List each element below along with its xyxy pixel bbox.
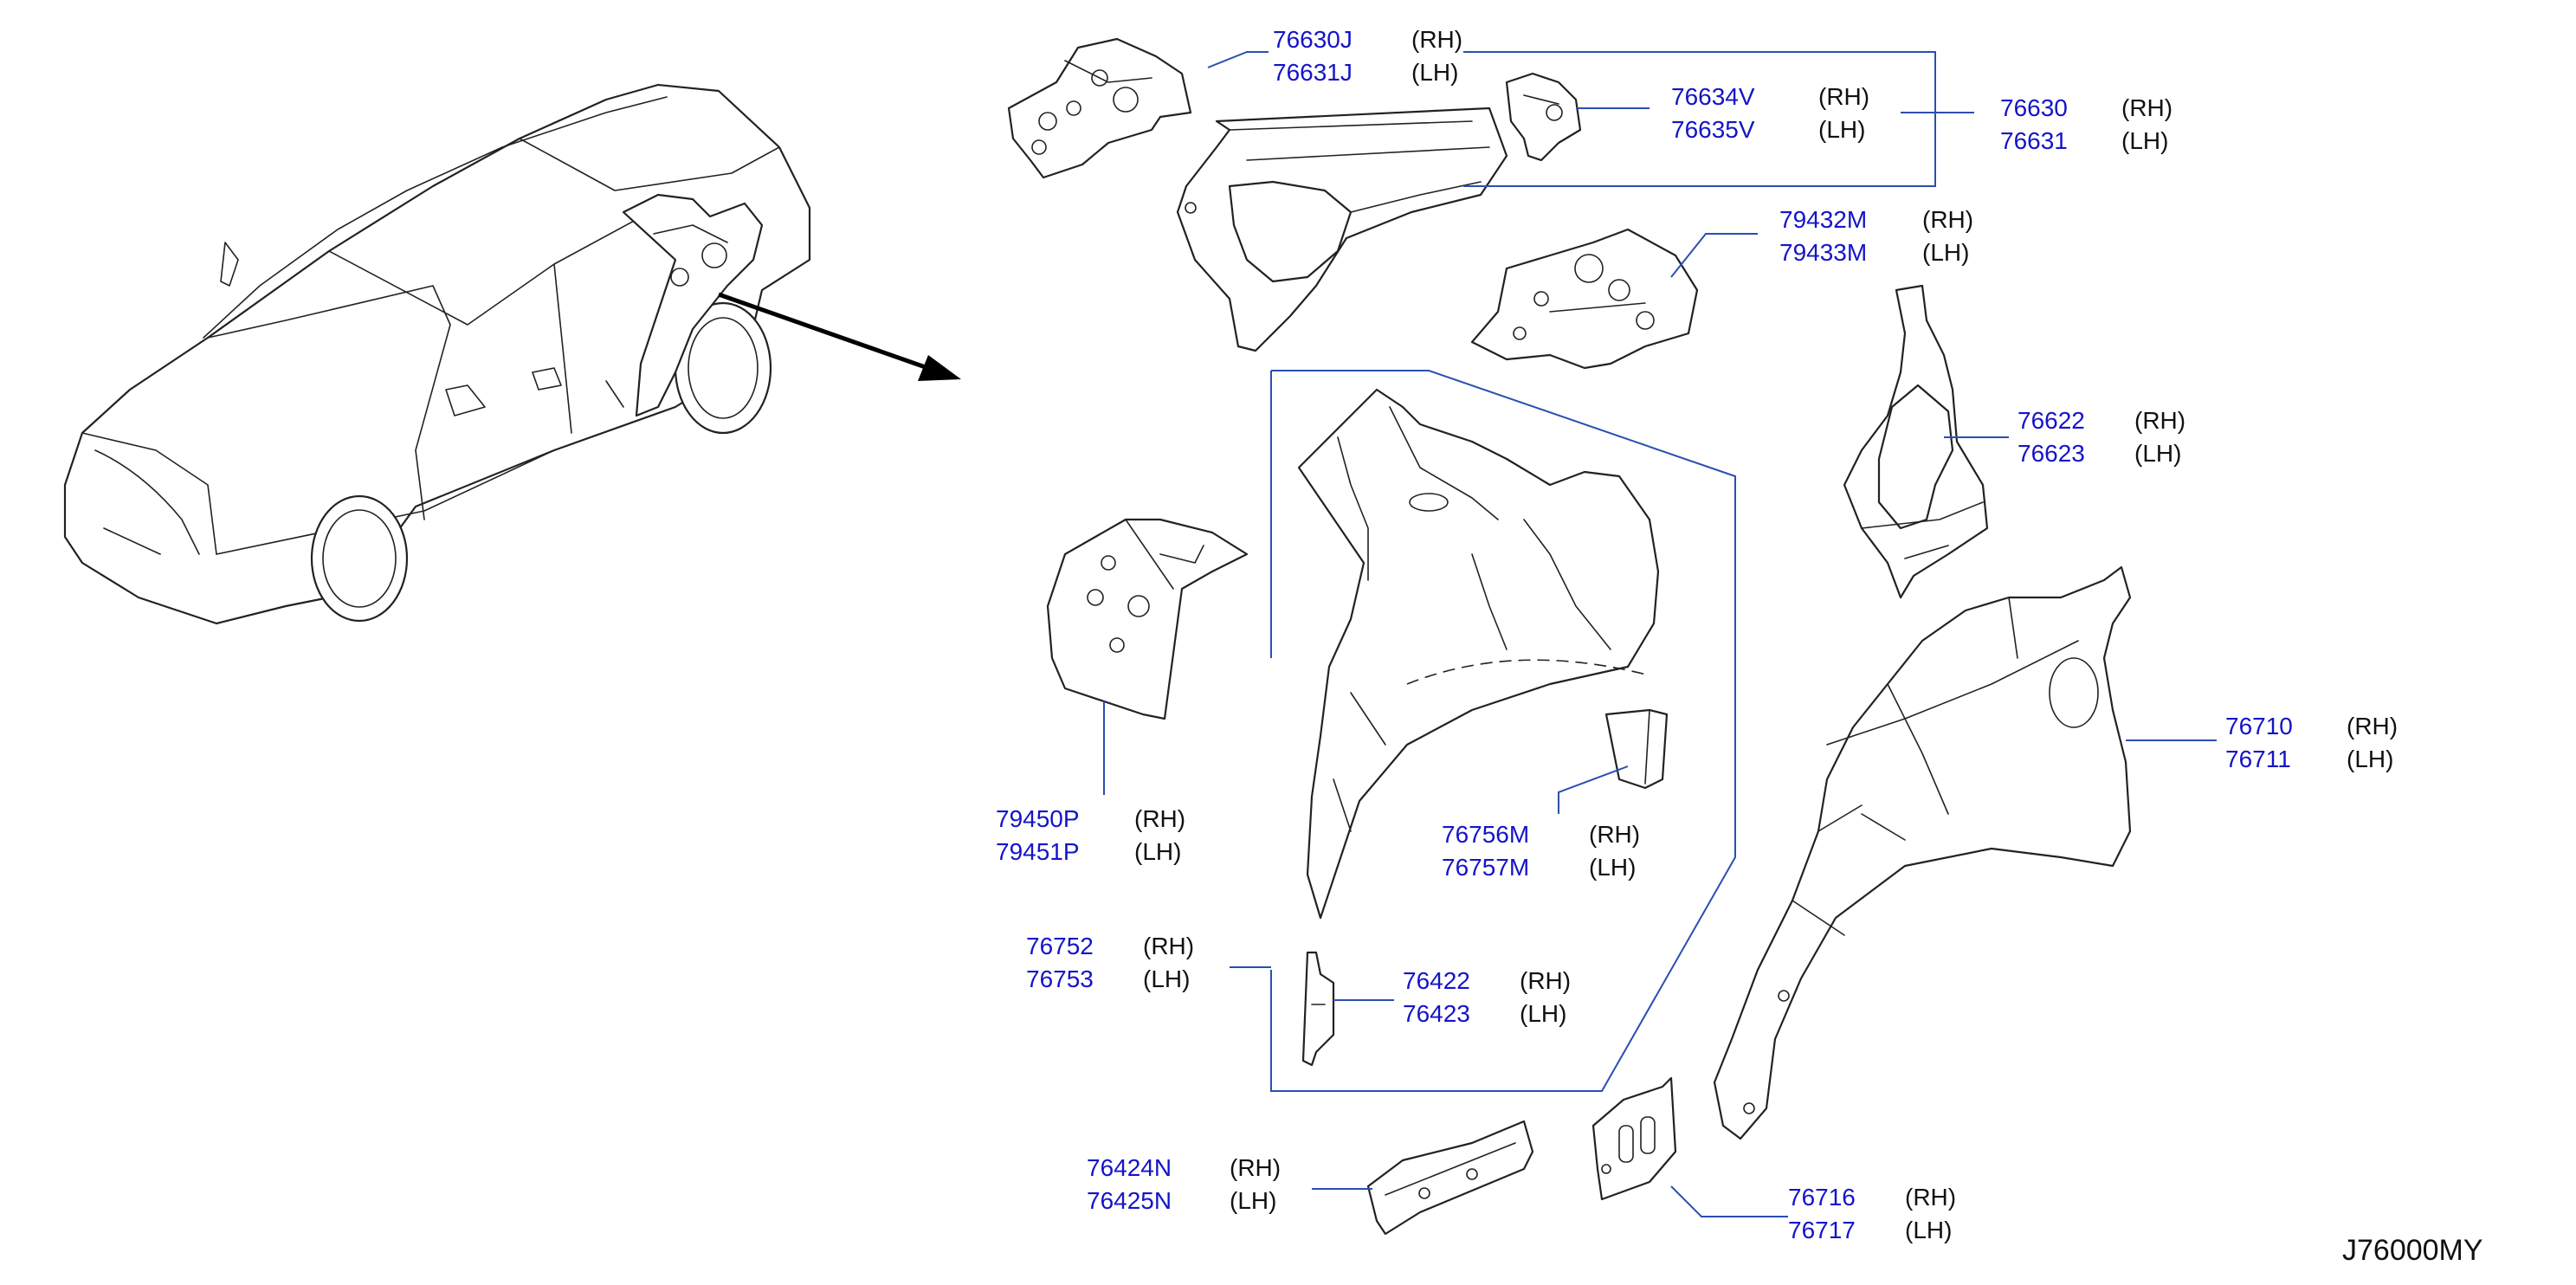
part-number: 76757M: [1442, 854, 1529, 881]
part-76710-artwork: [1713, 565, 2132, 1140]
side-label: (LH): [1818, 116, 1865, 143]
side-label: (RH): [1818, 83, 1869, 110]
part-number: 76423: [1403, 1000, 1470, 1027]
part-number: 79433M: [1779, 239, 1867, 266]
callout-76630j: 76630J (RH) 76631J (LH): [1273, 26, 1462, 86]
side-label: (RH): [1520, 967, 1571, 994]
side-label: (LH): [1922, 239, 1969, 266]
part-number: 76756M: [1442, 821, 1529, 848]
part-number: 76635V: [1671, 116, 1755, 143]
part-76716-artwork: [1591, 1076, 1677, 1201]
callout-76716: 76716 (RH) 76717 (LH): [1788, 1184, 1956, 1243]
side-label: (LH): [1411, 59, 1458, 86]
part-76424n-artwork: [1366, 1120, 1534, 1236]
side-label: (LH): [1230, 1187, 1276, 1214]
callout-76752: 76752 (RH) 76753 (LH): [1026, 933, 1194, 992]
part-number: 76634V: [1671, 83, 1755, 110]
part-number: 76425N: [1087, 1187, 1172, 1214]
part-number: 76710: [2225, 713, 2293, 739]
side-label: (RH): [1143, 933, 1194, 959]
side-label: (LH): [1520, 1000, 1566, 1027]
arrow-icon: [718, 292, 961, 381]
part-number: 76422: [1403, 967, 1470, 994]
part-number: 76717: [1788, 1217, 1856, 1243]
side-label: (RH): [1230, 1154, 1281, 1181]
part-number: 76630J: [1273, 26, 1353, 53]
side-label: (RH): [2134, 407, 2185, 434]
part-76756m-artwork: [1604, 708, 1669, 790]
side-label: (LH): [2121, 127, 2168, 154]
diagram-code: J76000MY: [2342, 1234, 2483, 1267]
part-number: 76631J: [1273, 59, 1353, 86]
callout-79450p: 79450P (RH) 79451P (LH): [996, 805, 1185, 865]
side-label: (RH): [1134, 805, 1185, 832]
callout-79432m: 79432M (RH) 79433M (LH): [1779, 206, 1973, 266]
callout-76756m: 76756M (RH) 76757M (LH): [1442, 821, 1640, 881]
part-number: 76622: [2018, 407, 2085, 434]
side-label: (RH): [1905, 1184, 1956, 1211]
part-number: 76623: [2018, 440, 2085, 467]
part-76630j-artwork: [1007, 37, 1192, 179]
side-label: (RH): [2121, 94, 2172, 121]
part-76422-artwork: [1301, 951, 1335, 1067]
car-sedan-icon: [63, 83, 811, 625]
side-label: (RH): [2347, 713, 2398, 739]
part-number: 76631: [2000, 127, 2068, 154]
callout-76622: 76622 (RH) 76623 (LH): [2018, 407, 2185, 467]
leader-lines: [1103, 51, 2217, 1217]
callout-76424n: 76424N (RH) 76425N (LH): [1087, 1154, 1281, 1214]
callout-76634v: 76634V (RH) 76635V (LH): [1671, 83, 1869, 143]
part-76630-artwork: [1176, 107, 1508, 352]
part-number: 76716: [1788, 1184, 1856, 1211]
part-number: 79450P: [996, 805, 1080, 832]
part-76752-artwork: [1297, 388, 1660, 920]
side-label: (LH): [2134, 440, 2181, 467]
part-number: 79432M: [1779, 206, 1867, 233]
part-79450p-artwork: [1046, 518, 1249, 720]
part-number: 76753: [1026, 965, 1094, 992]
callout-76630: 76630 (RH) 76631 (LH): [2000, 94, 2172, 154]
part-79432m-artwork: [1470, 228, 1699, 370]
side-label: (LH): [1589, 854, 1636, 881]
callout-76422: 76422 (RH) 76423 (LH): [1403, 967, 1571, 1027]
part-number: 76711: [2225, 746, 2291, 772]
part-76622-artwork: [1843, 284, 1989, 599]
side-label: (LH): [2347, 746, 2393, 772]
side-label: (RH): [1411, 26, 1462, 53]
callout-76710: 76710 (RH) 76711 (LH): [2225, 713, 2398, 772]
side-label: (LH): [1134, 838, 1181, 865]
part-76634v-artwork: [1505, 72, 1582, 162]
part-number: 76630: [2000, 94, 2068, 121]
part-number: 76424N: [1087, 1154, 1172, 1181]
part-number: 76752: [1026, 933, 1094, 959]
side-label: (RH): [1922, 206, 1973, 233]
part-number: 79451P: [996, 838, 1080, 865]
side-label: (RH): [1589, 821, 1640, 848]
side-label: (LH): [1143, 965, 1190, 992]
side-label: (LH): [1905, 1217, 1952, 1243]
